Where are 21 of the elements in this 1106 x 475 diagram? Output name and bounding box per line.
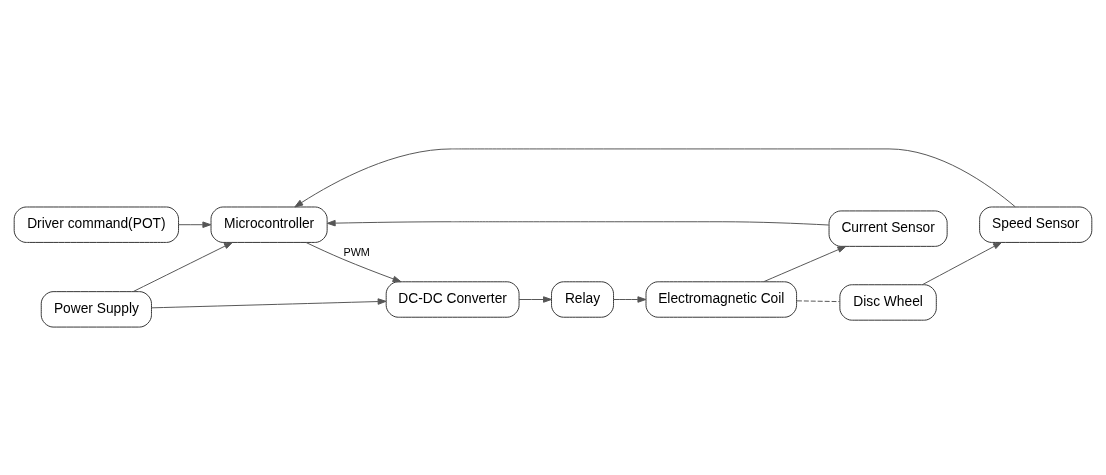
node-box: Microcontroller bbox=[210, 206, 328, 243]
edge-label: PWM bbox=[343, 245, 370, 258]
arrow bbox=[132, 241, 233, 292]
node-box: Driver command(POT) bbox=[13, 206, 180, 243]
arrow bbox=[326, 219, 830, 226]
node-box: Current Sensor bbox=[828, 209, 948, 247]
arrow bbox=[294, 147, 1016, 207]
node-box: DC-DC Converter bbox=[385, 280, 520, 318]
node-box: Relay bbox=[551, 280, 614, 318]
node-box: Disc Wheel bbox=[839, 283, 937, 321]
arrow bbox=[151, 297, 387, 308]
node-box: Power Supply bbox=[40, 290, 152, 328]
node-box: Speed Sensor bbox=[979, 206, 1093, 243]
arrow bbox=[518, 295, 552, 303]
arrow bbox=[613, 295, 647, 303]
arrow bbox=[305, 241, 402, 282]
arrow bbox=[178, 220, 212, 228]
connector bbox=[796, 299, 841, 302]
arrow bbox=[763, 245, 847, 282]
node-box: Electromagnetic Coil bbox=[645, 280, 798, 318]
arrow bbox=[922, 241, 1002, 285]
